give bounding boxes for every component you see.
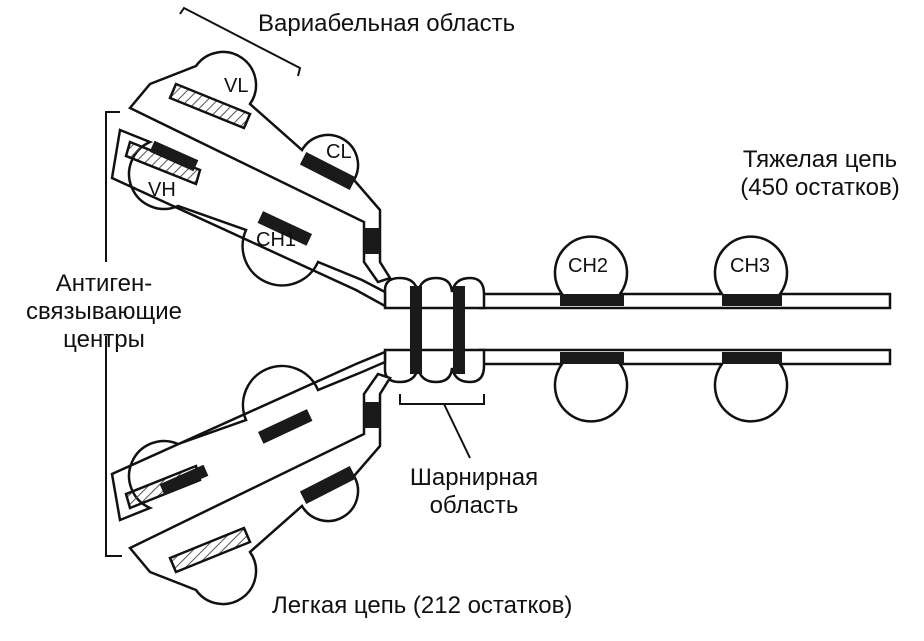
variable-region-label: Вариабельная область	[258, 10, 516, 37]
disulfide-bond-2	[453, 286, 465, 374]
antigen-sites-bracket	[105, 111, 122, 557]
hinge-label-line1: Шарнирная	[409, 464, 539, 491]
disulfide-bond-1	[410, 286, 422, 374]
hinge-region	[383, 276, 486, 384]
fab-arm-lower	[110, 350, 392, 606]
domain-label-vl: VL	[224, 75, 248, 97]
fab-arm-upper	[110, 50, 392, 309]
light-chain-label: Легкая цепь (212 остатков)	[272, 592, 573, 619]
ch2-top-band	[560, 294, 624, 306]
heavy-chain-top-fc	[478, 235, 892, 310]
domain-label-cl: CL	[326, 141, 352, 163]
ch3-top-band	[722, 294, 782, 306]
heavy-chain-label-line1: Тяжелая цепь	[742, 146, 898, 173]
ch2-bottom-band	[560, 352, 624, 364]
hinge-bracket	[399, 394, 485, 459]
heavy-chain-label: Тяжелая цепь (450 остатков)	[720, 146, 920, 202]
variable-region-bracket	[179, 6, 302, 77]
ch3-bottom-band	[722, 352, 782, 364]
domain-label-ch2: CH2	[568, 255, 608, 277]
antigen-label-line3: центры	[63, 326, 145, 353]
domain-label-ch1: CH1	[256, 229, 296, 251]
heavy-chain-bottom-fc	[478, 348, 892, 423]
domain-label-vh: VH	[148, 179, 176, 201]
heavy-chain-label-line2: (450 остатков)	[740, 174, 900, 201]
domain-label-ch3: CH3	[730, 255, 770, 277]
antigen-label-line2: связывающие	[25, 298, 183, 325]
hinge-region-label: Шарнирная область	[384, 464, 564, 520]
hinge-label-line2: область	[429, 492, 519, 519]
antigen-label-line1: Антиген-	[55, 270, 153, 297]
antigen-binding-sites-label: Антиген- связывающие центры	[4, 270, 204, 354]
